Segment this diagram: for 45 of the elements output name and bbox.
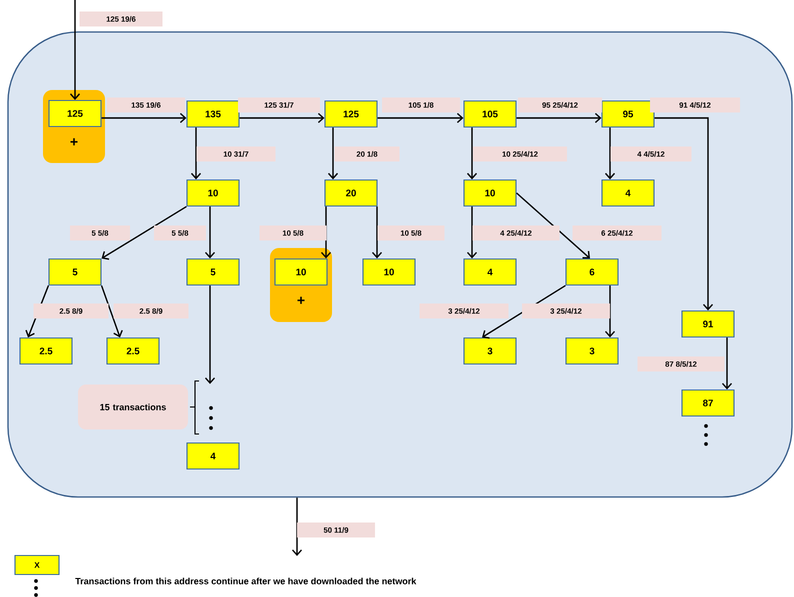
arrow <box>378 112 464 124</box>
amount-box: 135 <box>186 100 240 128</box>
amount-box: 6 <box>565 258 619 286</box>
arrow <box>466 206 478 258</box>
amount-box: 10 <box>362 258 416 286</box>
arrow <box>516 112 602 124</box>
arrow <box>604 286 616 338</box>
amount-box: 3 <box>565 337 619 365</box>
arrow <box>654 117 714 310</box>
arrow <box>102 206 187 260</box>
arrow <box>100 285 123 338</box>
arrow <box>328 128 338 180</box>
amount-box: 125 <box>324 100 378 128</box>
amount-box: 5 <box>48 258 102 286</box>
arrow <box>204 206 216 258</box>
amount-box: 95 <box>601 100 655 128</box>
amount-box: 4 <box>186 442 240 470</box>
arrow <box>102 112 186 124</box>
note-box: 15 transactions <box>78 384 188 430</box>
amount-box: 105 <box>463 100 517 128</box>
amount-box: 87 <box>681 389 735 417</box>
arrow <box>240 112 324 124</box>
arrow <box>292 498 302 556</box>
amount-box: 10 <box>463 179 517 207</box>
amount-box: 20 <box>324 179 378 207</box>
amount-box: 4 <box>463 258 517 286</box>
amount-box: 125 <box>48 100 102 128</box>
amount-box: 2.5 <box>106 337 160 365</box>
amount-box: 10 <box>186 179 240 207</box>
arrow <box>722 338 732 390</box>
arrow <box>70 0 80 100</box>
amount-box: 4 <box>601 179 655 207</box>
amount-box: 2.5 <box>19 337 73 365</box>
arrow <box>516 192 590 258</box>
amount-box: 3 <box>463 337 517 365</box>
arrow <box>190 128 202 180</box>
arrow <box>372 206 382 258</box>
arrow <box>466 128 478 180</box>
amount-box: 91 <box>681 310 735 338</box>
legend-box: X <box>14 554 60 576</box>
amount-box: 5 <box>186 258 240 286</box>
arrow <box>604 128 616 180</box>
amount-box: 10 <box>274 258 328 286</box>
legend-text: Transactions from this address continue after we have downloaded the network <box>75 578 416 584</box>
arrow <box>204 286 216 384</box>
